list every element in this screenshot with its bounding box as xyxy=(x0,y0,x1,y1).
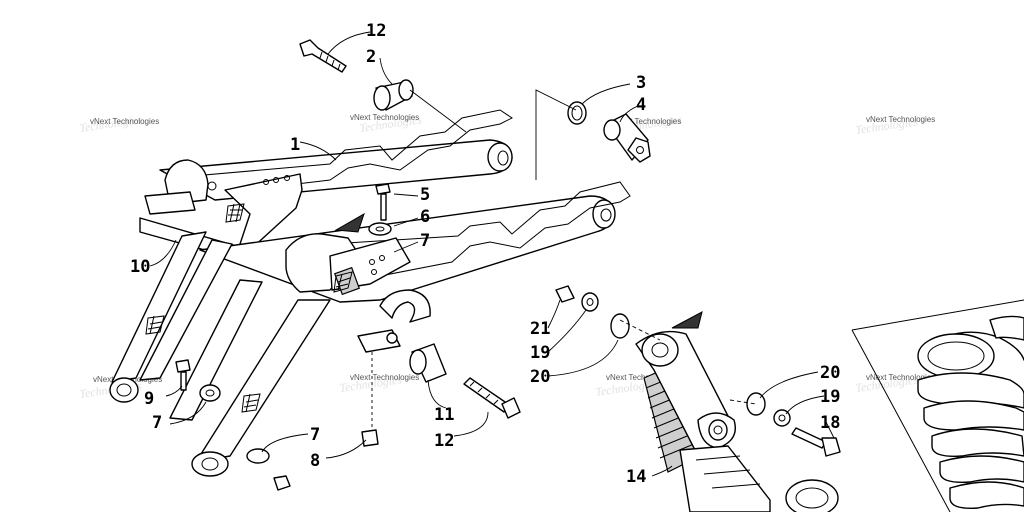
bolt-13 xyxy=(463,377,521,419)
washer-7-lower xyxy=(246,448,270,464)
bolt-6 xyxy=(375,183,391,221)
callout-13: 12 xyxy=(434,431,454,451)
callout-8: 7 xyxy=(420,231,430,251)
watermark: vNext Technologies xyxy=(606,373,675,382)
callout-21: 21 xyxy=(530,319,550,339)
coil-spring xyxy=(851,299,1024,512)
watermark: vNext Technologies xyxy=(350,373,419,382)
bushing-2 xyxy=(373,79,414,111)
callout-10: 9 xyxy=(144,389,154,409)
watermark: vNext Technologies xyxy=(350,113,419,122)
hatch-pads xyxy=(145,203,353,413)
suspension-arm-assembly xyxy=(109,109,631,477)
spring-retainer xyxy=(785,479,839,512)
washer-4 xyxy=(567,101,587,125)
callout-5: 4 xyxy=(636,95,646,115)
callout-12: 11 xyxy=(434,405,454,425)
bolt-3 xyxy=(299,39,347,73)
leader-lines xyxy=(149,31,835,477)
callout-7: 6 xyxy=(420,207,430,227)
spacer-12 xyxy=(409,343,447,383)
callout-7: 7 xyxy=(152,413,162,433)
direction-arrows xyxy=(334,212,703,329)
callout-20: 20 xyxy=(820,363,840,383)
bolt-10 xyxy=(175,359,191,391)
callout-3: 12 xyxy=(366,21,386,41)
callout-14: 14 xyxy=(626,467,646,487)
callout-6: 5 xyxy=(420,185,430,205)
bushing-5 xyxy=(603,113,651,163)
callout-18: 18 xyxy=(820,413,840,433)
callout-20: 20 xyxy=(530,367,550,387)
watermark: vNext Technologies xyxy=(866,115,935,124)
nut-9 xyxy=(273,429,379,491)
shock-hardware-lower xyxy=(746,392,841,457)
callout-labels: 12 2 1 3 4 5 6 7 10 9 7 7 8 11 12 21 19 … xyxy=(130,21,840,487)
shock-hardware-upper xyxy=(555,285,630,339)
callout-4: 3 xyxy=(636,73,646,93)
callout-2: 2 xyxy=(366,47,376,67)
callout-7: 7 xyxy=(310,425,320,445)
watermark: vNext Technologies xyxy=(866,373,935,382)
shock-absorber-14 xyxy=(635,330,771,512)
callout-11: 10 xyxy=(130,257,150,277)
washer-7-upper xyxy=(368,222,392,236)
washer-7-lower-left xyxy=(199,384,221,402)
callout-19: 19 xyxy=(530,343,550,363)
callout-9: 8 xyxy=(310,451,320,471)
watermark: vNext Technologies xyxy=(90,117,159,126)
watermark: vNext Technologies xyxy=(612,117,681,126)
callout-1: 1 xyxy=(290,135,300,155)
callout-19: 19 xyxy=(820,387,840,407)
